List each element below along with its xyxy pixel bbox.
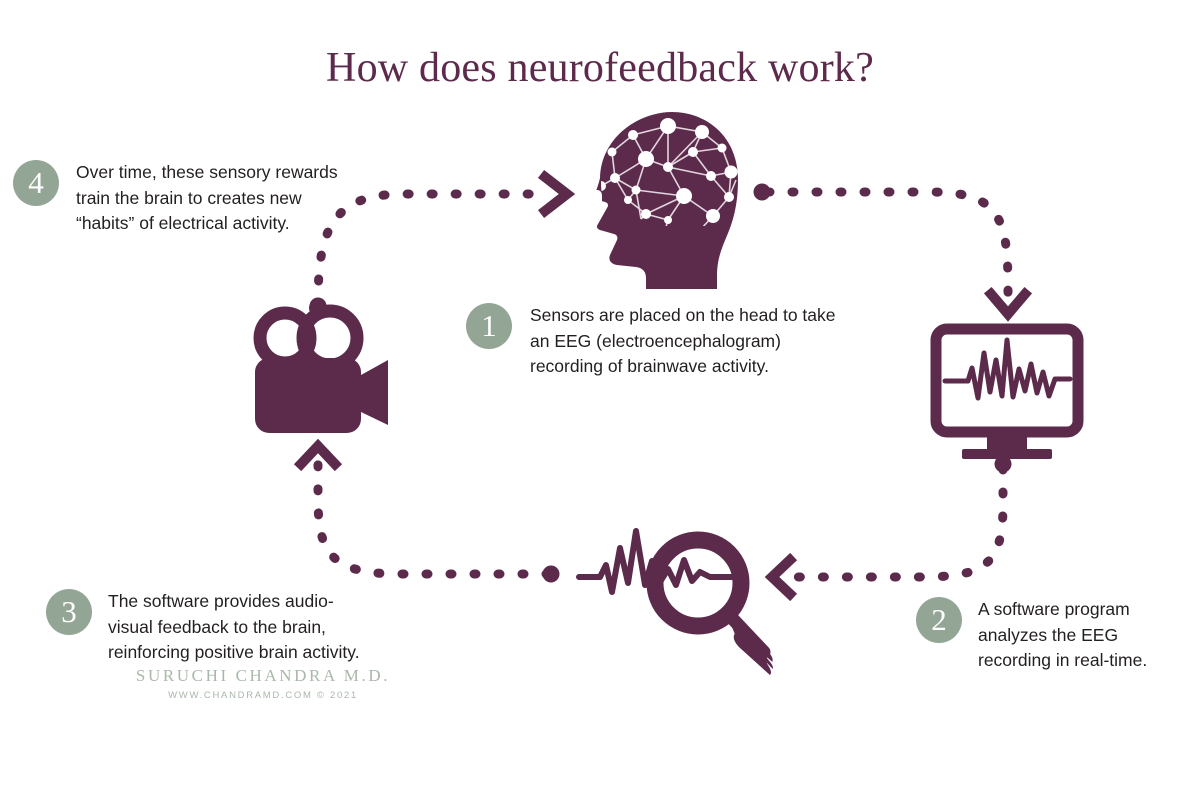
step-1-badge: 1 <box>466 303 512 349</box>
monitor-stand <box>987 432 1027 451</box>
step-3: 3 The software provides audio- visual fe… <box>46 589 428 666</box>
camera-reel-left <box>253 306 317 370</box>
monitor-base <box>962 449 1052 459</box>
monitor-waveform <box>942 337 1073 401</box>
magnifier-handle-stem <box>723 609 771 659</box>
dot-camera-start <box>309 297 327 315</box>
arrowhead-down <box>983 286 1033 322</box>
step-4: 4 Over time, these sensory rewards train… <box>13 160 396 237</box>
eeg-network-lines <box>601 125 737 226</box>
step-1-text: Sensors are placed on the head to take a… <box>530 305 836 376</box>
dot-magnifier-start <box>542 565 560 583</box>
step-3-text: The software provides audio- visual feed… <box>108 591 360 662</box>
magnifier-lens-ring <box>646 531 750 635</box>
camera-body <box>255 358 361 433</box>
dot-monitor-start <box>994 455 1012 473</box>
arrowhead-up <box>293 438 343 472</box>
step-2-text: A software program analyzes the EEG reco… <box>978 599 1148 670</box>
dot-head-start <box>753 183 771 201</box>
camera-reel-right <box>296 304 364 372</box>
credit-block: SURUCHI CHANDRA M.D. WWW.CHANDRAMD.COM ©… <box>88 666 438 701</box>
credit-author: SURUCHI CHANDRA M.D. <box>135 666 391 685</box>
step-4-text: Over time, these sensory rewards train t… <box>76 162 338 233</box>
step-2-badge: 2 <box>916 597 962 643</box>
camera-top-dot <box>309 300 325 316</box>
eeg-sensor-nodes <box>601 118 738 224</box>
credit-website: WWW.CHANDRAMD.COM © 2021 <box>168 690 358 701</box>
arrow-monitor-to-magnifier-path <box>785 463 1008 582</box>
magnifier-handle <box>726 614 773 675</box>
step-4-badge: 4 <box>13 160 59 206</box>
arrow-start-dots <box>309 183 1012 583</box>
camera-lens-cone <box>361 360 388 425</box>
arrowhead-left <box>764 552 798 602</box>
magnifier-waveform-trace <box>576 528 743 595</box>
arrow-heads <box>293 169 1033 602</box>
page-title: How does neurofeedback work? <box>326 45 874 91</box>
step-2: 2 A software program analyzes the EEG re… <box>916 597 1193 674</box>
monitor-bezel <box>930 323 1084 438</box>
step-3-badge: 3 <box>46 589 92 635</box>
arrow-magnifier-to-camera-path <box>313 457 553 579</box>
arrow-head-to-monitor-path <box>763 187 1013 305</box>
step-1: 1 Sensors are placed on the head to take… <box>466 303 900 380</box>
arrowhead-right <box>537 169 576 219</box>
